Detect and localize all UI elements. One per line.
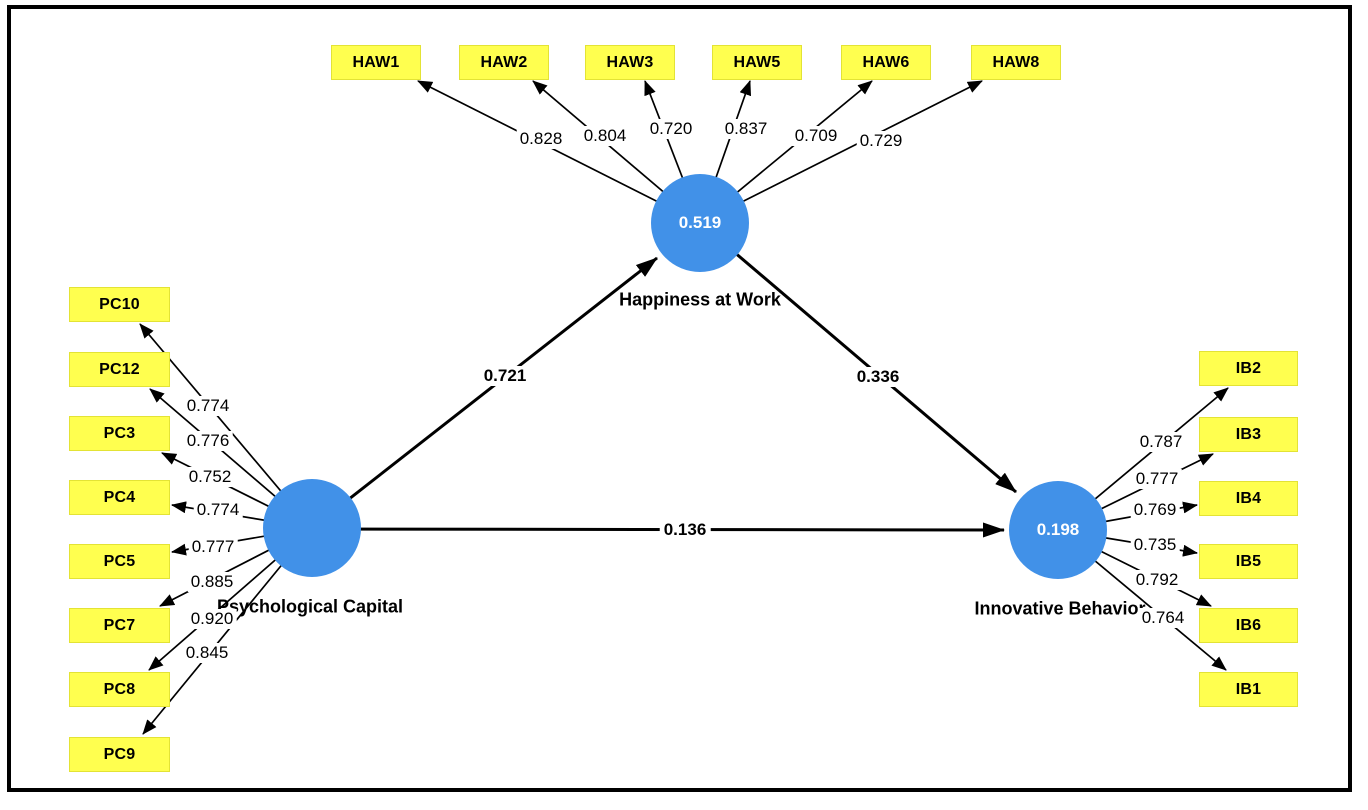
loading-haw5: 0.837 xyxy=(721,119,771,139)
indicator-haw2: HAW2 xyxy=(459,45,549,80)
indicator-pc9: PC9 xyxy=(69,737,170,772)
indicator-haw6: HAW6 xyxy=(841,45,931,80)
loading-ib1: 0.764 xyxy=(1138,608,1188,628)
indicator-haw3: HAW3 xyxy=(585,45,675,80)
loading-haw1: 0.828 xyxy=(516,129,566,149)
loading-pc9: 0.845 xyxy=(182,643,232,663)
construct-psychological-capital xyxy=(263,479,361,577)
indicator-haw5: HAW5 xyxy=(712,45,802,80)
loading-ib4: 0.769 xyxy=(1130,500,1180,520)
label-innovative-behavior: Innovative Behavior xyxy=(974,598,1146,619)
loading-haw6: 0.709 xyxy=(791,126,841,146)
loading-pc8: 0.920 xyxy=(187,609,237,629)
loading-pc5: 0.777 xyxy=(188,537,238,557)
construct-innovative-behavior: 0.198 xyxy=(1009,481,1107,579)
indicator-pc10: PC10 xyxy=(69,287,170,322)
label-happiness-at-work: Happiness at Work xyxy=(619,289,781,310)
coefficient-pc-to-ib: 0.136 xyxy=(659,520,711,540)
indicator-ib2: IB2 xyxy=(1199,351,1298,386)
indicator-haw8: HAW8 xyxy=(971,45,1061,80)
loading-pc12: 0.776 xyxy=(183,431,233,451)
coefficient-haw-to-ib: 0.336 xyxy=(852,367,904,387)
indicator-haw1: HAW1 xyxy=(331,45,421,80)
loading-pc3: 0.752 xyxy=(185,467,235,487)
indicator-ib1: IB1 xyxy=(1199,672,1298,707)
indicator-pc7: PC7 xyxy=(69,608,170,643)
label-psychological-capital: Psychological Capital xyxy=(216,596,404,617)
loading-ib5: 0.735 xyxy=(1130,535,1180,555)
indicator-pc5: PC5 xyxy=(69,544,170,579)
loading-haw2: 0.804 xyxy=(580,126,630,146)
diagram-border xyxy=(7,5,1352,792)
haw-r-squared: 0.519 xyxy=(678,213,722,232)
indicator-ib6: IB6 xyxy=(1199,608,1298,643)
loading-haw8: 0.729 xyxy=(856,131,906,151)
indicator-pc4: PC4 xyxy=(69,480,170,515)
loading-pc7: 0.885 xyxy=(187,572,237,592)
construct-happiness-at-work: 0.519 xyxy=(651,174,749,272)
ib-r-squared: 0.198 xyxy=(1036,520,1080,539)
path-haw-to-ib xyxy=(699,221,1017,494)
loading-ib3: 0.777 xyxy=(1132,469,1182,489)
indicator-ib3: IB3 xyxy=(1199,417,1298,452)
indicator-pc12: PC12 xyxy=(69,352,170,387)
loading-ib2: 0.787 xyxy=(1136,432,1186,452)
indicator-pc8: PC8 xyxy=(69,672,170,707)
loading-pc4: 0.774 xyxy=(193,500,243,520)
path-pc-to-ib xyxy=(311,522,1005,538)
indicator-ib5: IB5 xyxy=(1199,544,1298,579)
loading-haw3: 0.720 xyxy=(646,119,696,139)
path-pc-to-haw xyxy=(311,256,658,530)
coefficient-pc-to-haw: 0.721 xyxy=(479,366,531,386)
indicator-ib4: IB4 xyxy=(1199,481,1298,516)
loading-pc10: 0.774 xyxy=(183,396,233,416)
structural-path-arrows xyxy=(311,221,1017,538)
indicator-pc3: PC3 xyxy=(69,416,170,451)
loading-ib6: 0.792 xyxy=(1132,570,1182,590)
